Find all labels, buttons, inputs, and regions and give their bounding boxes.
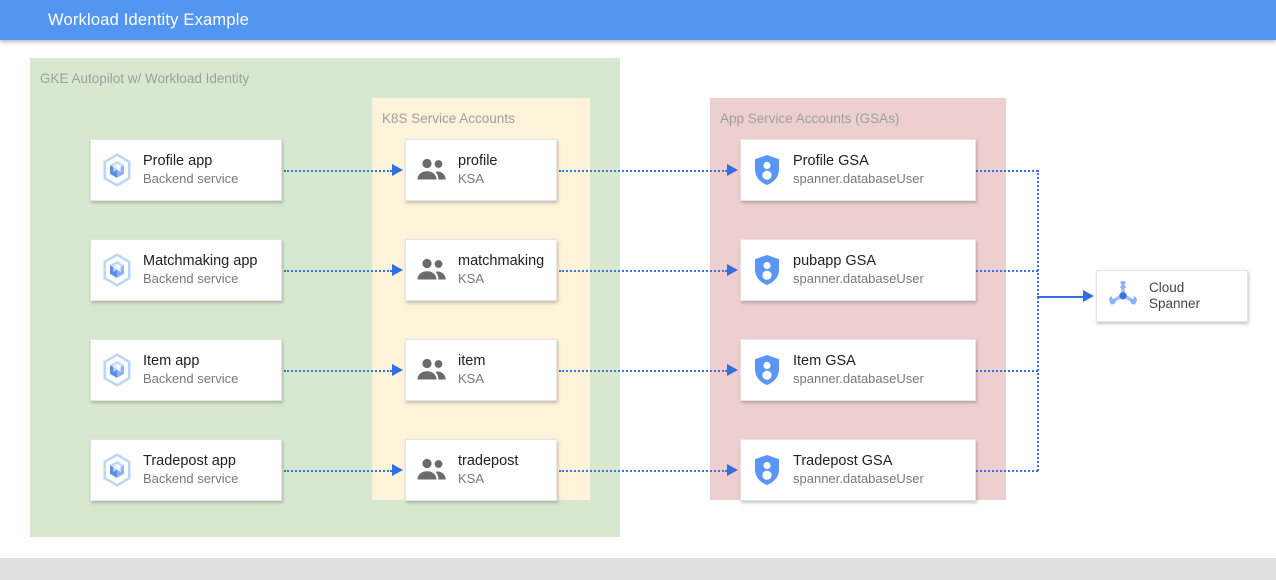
card-title: Tradepost GSA — [793, 453, 893, 469]
arrowhead-ksa-to-gsa-1 — [727, 164, 738, 176]
card-gsa-profile[interactable]: Profile GSA spanner.databaseUser — [740, 139, 976, 201]
people-group-icon — [406, 448, 458, 492]
arrowhead-app-to-ksa-2 — [392, 264, 403, 276]
card-app-item[interactable]: Item app Backend service — [90, 339, 282, 401]
arrowhead-ksa-to-gsa-4 — [727, 464, 738, 476]
connector-app-to-ksa-2 — [284, 270, 392, 272]
connector-bus-to-spanner — [1037, 296, 1085, 298]
gke-cube-icon — [91, 348, 143, 392]
gke-cube-icon — [91, 248, 143, 292]
card-app-matchmaking[interactable]: Matchmaking app Backend service — [90, 239, 282, 301]
connector-ksa-to-gsa-1 — [559, 170, 727, 172]
card-ksa-tradepost[interactable]: tradepost KSA — [405, 439, 557, 501]
connector-spanner-bus — [1037, 170, 1039, 471]
card-subtitle: KSA — [458, 371, 485, 386]
people-group-icon — [406, 148, 458, 192]
card-title: pubapp GSA — [793, 253, 877, 269]
connector-gsa-to-bus-1 — [976, 170, 1038, 172]
card-title: Item app — [143, 353, 200, 369]
connector-app-to-ksa-3 — [284, 370, 392, 372]
card-subtitle: Backend service — [143, 471, 239, 486]
panel-app-service-accounts-title: App Service Accounts (GSAs) — [720, 111, 900, 126]
card-subtitle: KSA — [458, 171, 485, 186]
gke-cube-icon — [91, 448, 143, 492]
card-ksa-profile[interactable]: profile KSA — [405, 139, 557, 201]
card-cloud-spanner[interactable]: Cloud Spanner — [1096, 270, 1248, 322]
card-subtitle: spanner.databaseUser — [793, 171, 924, 186]
cloud-spanner-icon — [1097, 274, 1149, 318]
arrowhead-bus-to-spanner — [1083, 290, 1094, 302]
card-subtitle: spanner.databaseUser — [793, 271, 924, 286]
card-title: Matchmaking app — [143, 253, 258, 269]
card-subtitle: Backend service — [143, 271, 239, 286]
card-subtitle: Backend service — [143, 171, 239, 186]
connector-ksa-to-gsa-4 — [559, 470, 727, 472]
shield-person-icon — [741, 448, 793, 492]
card-subtitle: spanner.databaseUser — [793, 371, 924, 386]
card-subtitle: spanner.databaseUser — [793, 471, 924, 486]
card-title-line2: Spanner — [1149, 296, 1201, 311]
card-title: profile — [458, 153, 498, 169]
card-subtitle: Backend service — [143, 371, 239, 386]
diagram-canvas: GKE Autopilot w/ Workload Identity K8S S… — [0, 40, 1276, 558]
gke-cube-icon — [91, 148, 143, 192]
panel-k8s-service-accounts-title: K8S Service Accounts — [382, 111, 515, 126]
card-title: tradepost — [458, 453, 519, 469]
card-title: Profile app — [143, 153, 213, 169]
card-title: Profile GSA — [793, 153, 869, 169]
card-gsa-item[interactable]: Item GSA spanner.databaseUser — [740, 339, 976, 401]
panel-gke-autopilot-title: GKE Autopilot w/ Workload Identity — [40, 71, 250, 86]
card-title: Item GSA — [793, 353, 856, 369]
connector-app-to-ksa-4 — [284, 470, 392, 472]
footer-bar — [0, 558, 1276, 580]
card-gsa-tradepost[interactable]: Tradepost GSA spanner.databaseUser — [740, 439, 976, 501]
shield-person-icon — [741, 148, 793, 192]
card-gsa-pubapp[interactable]: pubapp GSA spanner.databaseUser — [740, 239, 976, 301]
arrowhead-ksa-to-gsa-3 — [727, 364, 738, 376]
people-group-icon — [406, 348, 458, 392]
arrowhead-ksa-to-gsa-2 — [727, 264, 738, 276]
card-ksa-item[interactable]: item KSA — [405, 339, 557, 401]
card-app-tradepost[interactable]: Tradepost app Backend service — [90, 439, 282, 501]
people-group-icon — [406, 248, 458, 292]
card-title: Tradepost app — [143, 453, 236, 469]
shield-person-icon — [741, 248, 793, 292]
connector-app-to-ksa-1 — [284, 170, 392, 172]
card-ksa-matchmaking[interactable]: matchmaking KSA — [405, 239, 557, 301]
connector-ksa-to-gsa-2 — [559, 270, 727, 272]
card-app-profile[interactable]: Profile app Backend service — [90, 139, 282, 201]
arrowhead-app-to-ksa-3 — [392, 364, 403, 376]
page-title: Workload Identity Example — [48, 11, 249, 29]
shield-person-icon — [741, 348, 793, 392]
card-title-line1: Cloud — [1149, 280, 1185, 295]
card-subtitle: KSA — [458, 471, 485, 486]
connector-gsa-to-bus-4 — [976, 470, 1038, 472]
connector-gsa-to-bus-2 — [976, 270, 1038, 272]
arrowhead-app-to-ksa-1 — [392, 164, 403, 176]
card-title: item — [458, 353, 486, 369]
connector-ksa-to-gsa-3 — [559, 370, 727, 372]
arrowhead-app-to-ksa-4 — [392, 464, 403, 476]
app-title-bar: Workload Identity Example — [0, 0, 1276, 40]
card-subtitle: KSA — [458, 271, 485, 286]
connector-gsa-to-bus-3 — [976, 370, 1038, 372]
card-title: matchmaking — [458, 253, 545, 269]
